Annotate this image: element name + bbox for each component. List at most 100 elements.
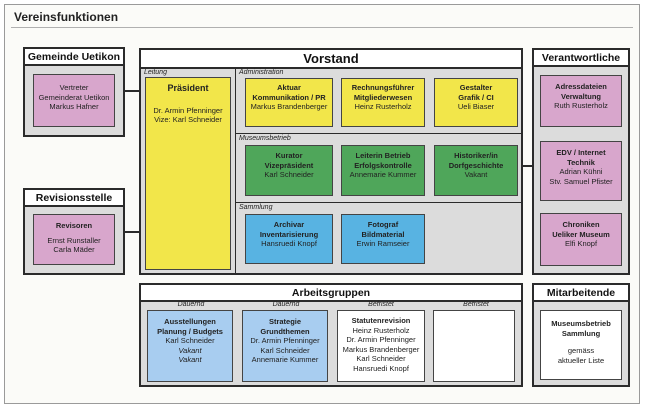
panel-verantwortliche-header: Verantwortliche (534, 50, 628, 67)
panel-revisionsstelle: Revisionsstelle Revisoren Ernst Runstall… (23, 188, 125, 275)
leiterin-title-1: Leiterin Betrieb (355, 151, 411, 160)
box-revisoren: Revisoren Ernst Runstaller Carla Mäder (33, 214, 115, 265)
box-statutenrevision: Statutenrevision Heinz Rusterholz Dr. Ar… (337, 310, 425, 382)
mitarbeitende-title-1: Museumsbetrieb (551, 319, 611, 328)
edv-title-1: EDV / Internet (556, 148, 606, 157)
box-edv-internet: EDV / Internet Technik Adrian Kühni Stv.… (540, 141, 622, 201)
aktuar-title-2: Kommunikation / PR (252, 92, 326, 102)
revisoren-name-1: Ernst Runstaller (47, 235, 101, 245)
panel-arbeitsgruppen: Arbeitsgruppen Dauernd Dauernd Befristet… (139, 283, 523, 387)
box-ausstellungen: Ausstellungen Planung / Budgets Karl Sch… (147, 310, 233, 382)
panel-gemeinde-header: Gemeinde Uetikon (25, 49, 123, 66)
rechnungsfuehrer-title-2: Mitgliederwesen (353, 92, 413, 102)
section-label-museumsbetrieb: Museumsbetrieb (239, 135, 291, 142)
praesident-name: Dr. Armin Pfenninger (153, 105, 223, 115)
group-2-status: Dauernd (272, 301, 300, 308)
kurator-title-1: Kurator (275, 151, 303, 160)
panel-mitarbeitende-header: Mitarbeitende (534, 285, 628, 302)
panel-verantwortliche: Verantwortliche Adressdateien Verwaltung… (532, 48, 630, 275)
group-1-status: Dauernd (177, 301, 205, 308)
title-divider (11, 27, 633, 28)
panel-mitarbeitende: Mitarbeitende Museumsbetrieb Sammlung ge… (532, 283, 630, 387)
edv-title-2: Technik (567, 157, 595, 167)
statutenrevision-name-2: Dr. Armin Pfenninger (346, 335, 416, 344)
kurator-name: Karl Schneider (264, 170, 314, 179)
archivar-name: Hansruedi Knopf (261, 239, 317, 248)
fotograf-title-2: Bildmaterial (361, 229, 405, 239)
box-chroniken: Chroniken Ueliker Museum Elfi Knopf (540, 213, 622, 266)
archivar-title-2: Inventarisierung (259, 229, 319, 239)
box-strategie: Strategie Grundthemen Dr. Armin Pfenning… (242, 310, 328, 382)
statutenrevision-title: Statutenrevision (351, 316, 411, 325)
connector-revision-vorstand (125, 231, 139, 233)
statutenrevision-name-5: Hansruedi Knopf (353, 363, 409, 373)
ausstellungen-title-2: Planung / Budgets (157, 326, 223, 336)
statutenrevision-name-3: Markus Brandenberger (342, 344, 420, 354)
historiker-name: Vakant (464, 170, 488, 179)
ausstellungen-name-2: Vakant (178, 345, 202, 355)
ausstellungen-name-3: Vakant (178, 355, 202, 364)
box-aktuar: Aktuar Kommunikation / PR Markus Branden… (245, 78, 333, 127)
strategie-title-2: Grundthemen (260, 326, 310, 336)
section-label-leitung: Leitung (144, 69, 167, 76)
adressdateien-title-1: Adressdateien (555, 82, 607, 91)
box-adressdateien: Adressdateien Verwaltung Ruth Rusterholz (540, 75, 622, 127)
box-fotograf: Fotograf Bildmaterial Erwin Ramseier (341, 214, 425, 264)
statutenrevision-name-4: Karl Schneider (356, 354, 406, 363)
section-label-sammlung: Sammlung (239, 204, 273, 211)
gestalter-title-1: Gestalter (459, 83, 493, 92)
panel-vorstand: Vorstand Leitung Präsident Dr. Armin Pfe… (139, 48, 523, 275)
ausstellungen-name-1: Karl Schneider (165, 336, 215, 345)
box-gemeinde-vertreter: Vertreter Gemeinderat Uetikon Markus Haf… (33, 74, 115, 127)
connector-gemeinde-vorstand (125, 90, 139, 92)
fotograf-name: Erwin Ramseier (356, 239, 410, 248)
edv-name-2: Stv. Samuel Pfister (549, 176, 613, 186)
group-3-status: Befristet (368, 301, 394, 308)
divider-museumsbetrieb (236, 202, 522, 203)
page-title: Vereinsfunktionen (14, 10, 119, 24)
praesident-vize: Vize: Karl Schneider (154, 115, 222, 124)
box-historiker: Historiker/in Dorfgeschichte Vakant (434, 145, 518, 196)
gestalter-title-2: Grafik / CI (458, 92, 494, 102)
fotograf-title-1: Fotograf (367, 220, 399, 229)
leiterin-name: Annemarie Kummer (349, 170, 417, 179)
box-praesident: Präsident Dr. Armin Pfenninger Vize: Kar… (145, 77, 231, 270)
chroniken-name: Elfi Knopf (564, 239, 598, 248)
kurator-title-2: Vizepräsident (264, 160, 314, 170)
mitarbeitende-title-2: Sammlung (561, 328, 601, 338)
box-kurator: Kurator Vizepräsident Karl Schneider (245, 145, 333, 196)
strategie-name-2: Karl Schneider (260, 345, 310, 355)
adressdateien-title-2: Verwaltung (560, 91, 601, 101)
strategie-name-3: Annemarie Kummer (251, 355, 319, 364)
aktuar-title-1: Aktuar (277, 83, 301, 92)
chroniken-title-1: Chroniken (562, 220, 600, 229)
panel-arbeitsgruppen-header: Arbeitsgruppen (141, 285, 521, 302)
box-archivar: Archivar Inventarisierung Hansruedi Knop… (245, 214, 333, 264)
ausstellungen-title-1: Ausstellungen (164, 317, 216, 326)
panel-vorstand-header: Vorstand (141, 50, 521, 69)
connector-vorstand-verantwortliche (523, 165, 532, 167)
box-mitarbeitende: Museumsbetrieb Sammlung gemäss aktueller… (540, 310, 622, 380)
revisoren-title: Revisoren (55, 221, 93, 230)
section-label-administration: Administration (239, 69, 284, 76)
box-befristet-empty (433, 310, 515, 382)
gestalter-name: Ueli Biaser (457, 102, 495, 111)
gemeinde-line-1: Vertreter (59, 83, 89, 92)
box-rechnungsfuehrer: Rechnungsführer Mitgliederwesen Heinz Ru… (341, 78, 425, 127)
strategie-title-1: Strategie (268, 317, 302, 326)
aktuar-name: Markus Brandenberger (250, 102, 328, 111)
rechnungsfuehrer-name: Heinz Rusterholz (354, 102, 412, 111)
gemeinde-line-2: Gemeinderat Uetikon (38, 92, 110, 102)
historiker-title-2: Dorfgeschichte (448, 160, 504, 170)
leiterin-title-2: Erfolgskontrolle (354, 160, 412, 170)
chroniken-title-2: Ueliker Museum (552, 229, 610, 239)
praesident-title: Präsident (167, 83, 209, 93)
strategie-name-1: Dr. Armin Pfenninger (250, 336, 320, 345)
historiker-title-1: Historiker/in (454, 151, 498, 160)
mitarbeitende-line-1: gemäss (567, 346, 595, 355)
org-chart-page: Vereinsfunktionen Gemeinde Uetikon Vertr… (4, 4, 640, 404)
mitarbeitende-line-2: aktueller Liste (557, 355, 605, 365)
statutenrevision-name-1: Heinz Rusterholz (352, 325, 410, 335)
adressdateien-name: Ruth Rusterholz (554, 101, 608, 110)
revisoren-name-2: Carla Mäder (53, 245, 95, 254)
